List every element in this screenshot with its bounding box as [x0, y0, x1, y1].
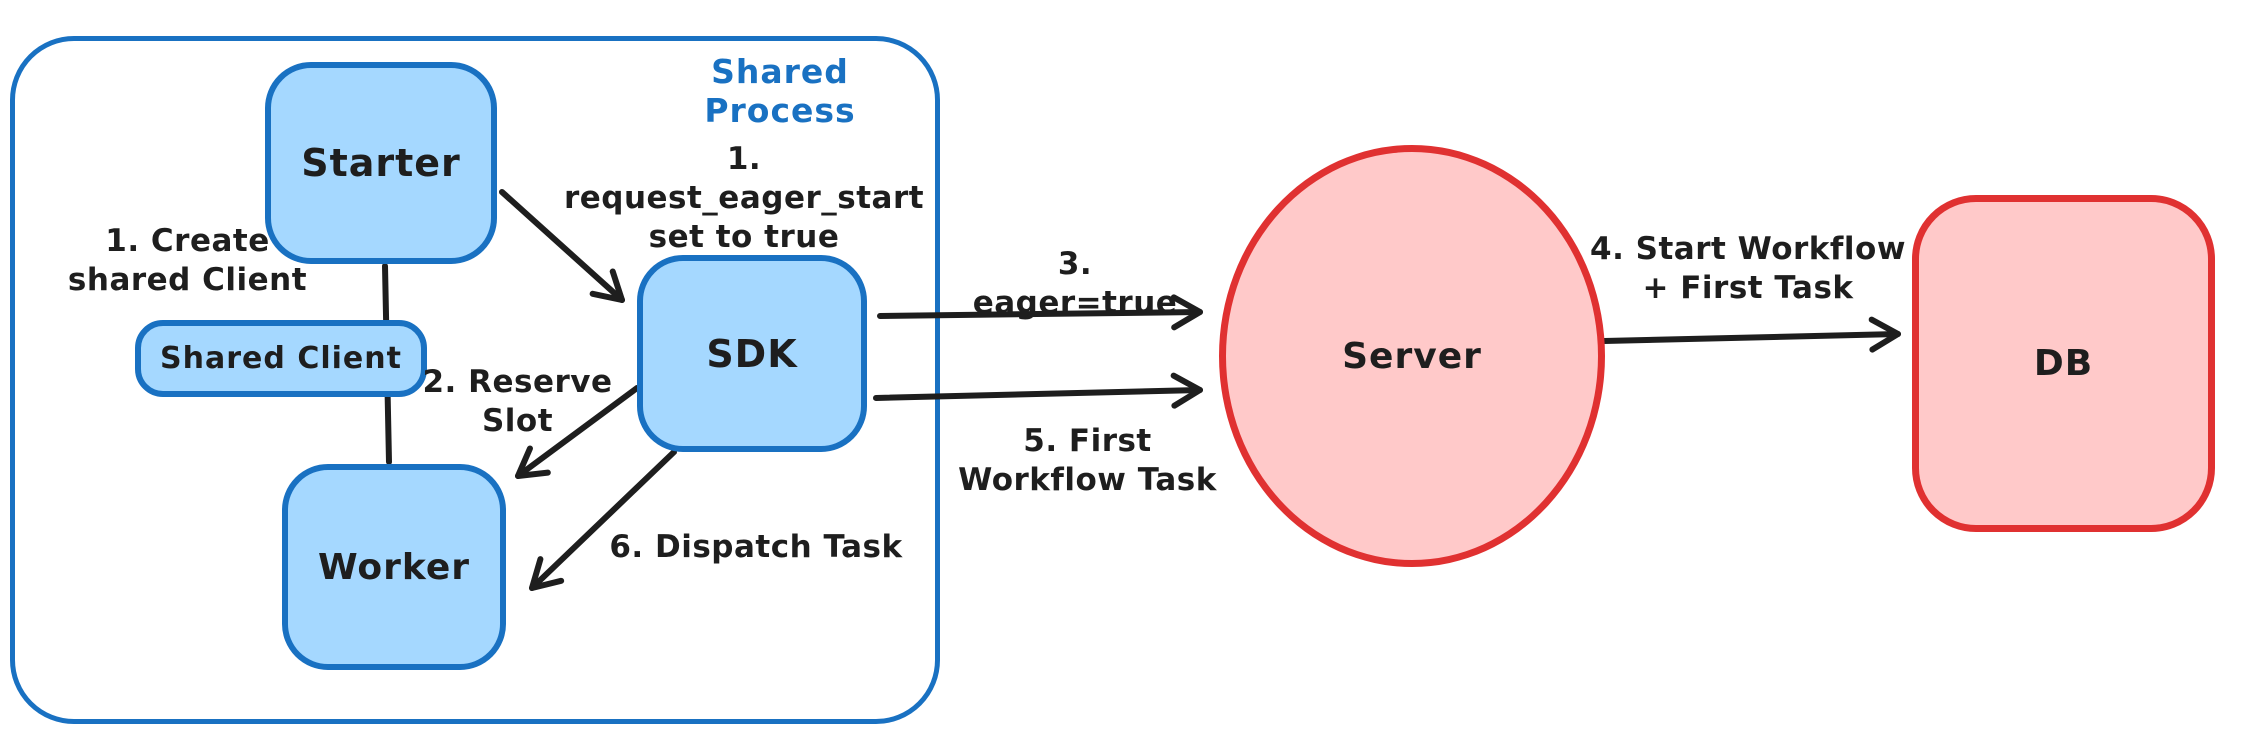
- arrow-sdk-worker-dispatch: [529, 449, 677, 591]
- node-worker-label: Worker: [317, 546, 471, 588]
- shared-process-label: Shared Process: [704, 52, 856, 130]
- arrow-sdk-worker-reserve: [515, 385, 640, 479]
- node-sdk: SDK: [637, 255, 867, 452]
- annotation-start-workflow: 4. Start Workflow + First Task: [1590, 231, 1906, 306]
- node-db: DB: [1912, 195, 2215, 532]
- node-starter: Starter: [265, 62, 497, 264]
- annotation-dispatch-task: 6. Dispatch Task: [609, 529, 903, 565]
- node-db-label: DB: [2033, 343, 2094, 384]
- annotation-eager-true: 3. eager=true: [972, 246, 1178, 321]
- annotation-first-workflow-task: 5. First Workflow Task: [958, 423, 1217, 498]
- node-server: Server: [1219, 145, 1605, 567]
- annotation-create-shared-client: 1. Create shared Client: [67, 223, 308, 298]
- annotation-request-eager-start: 1. request_eager_start set to true: [563, 141, 925, 255]
- arrow-server-db: [1601, 316, 1901, 353]
- shared-process-group: [10, 36, 940, 724]
- node-shared-client-label: Shared Client: [160, 341, 402, 376]
- arrow-sdk-server-eager: [877, 294, 1203, 331]
- node-server-label: Server: [1342, 335, 1482, 377]
- node-starter-label: Starter: [301, 141, 461, 185]
- annotation-reserve-slot: 2. Reserve Slot: [422, 364, 613, 439]
- arrow-sdk-server-first-task: [873, 372, 1203, 409]
- arrow-starter-sdk: [499, 189, 625, 303]
- node-sdk-label: SDK: [706, 331, 798, 376]
- node-worker: Worker: [282, 464, 506, 670]
- node-shared-client: Shared Client: [135, 320, 427, 397]
